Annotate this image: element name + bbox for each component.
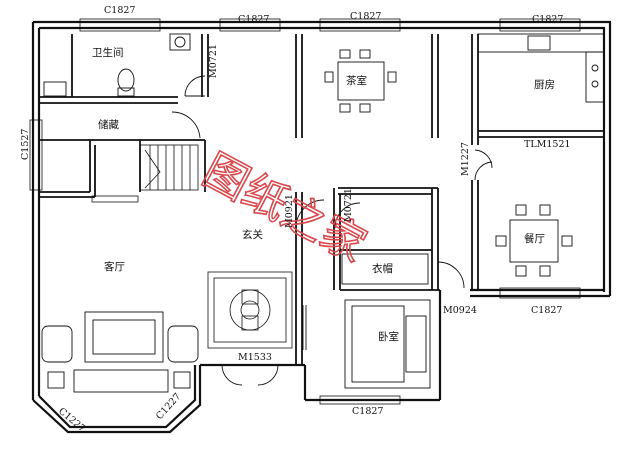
kitchen-sink-icon — [527, 35, 551, 51]
door-foyer — [295, 199, 325, 231]
side-table-icon — [173, 371, 191, 389]
window-label: C1527 — [20, 129, 31, 160]
armchair-icon — [167, 325, 199, 363]
window-label: C1227 — [154, 391, 183, 422]
door-label: TLM1521 — [524, 139, 571, 150]
tea-table — [324, 49, 397, 113]
window-label: C1827 — [104, 5, 135, 16]
room-label-storage: 储藏 — [98, 118, 119, 131]
window-top-right — [499, 18, 581, 32]
window-label: C1827 — [531, 305, 562, 316]
bed-icon — [344, 299, 431, 389]
door-label: M1227 — [460, 142, 471, 176]
room-label-bedroom: 卧室 — [378, 330, 399, 343]
door-label: M1533 — [238, 352, 272, 363]
window-storage — [91, 195, 139, 203]
exterior-walls — [31, 20, 612, 434]
wardrobe — [341, 253, 429, 285]
door-label: M0924 — [443, 305, 477, 316]
room-label-foyer: 玄关 — [242, 228, 263, 241]
door-entrance-a — [221, 364, 243, 386]
side-table-icon — [47, 371, 65, 389]
foyer-ornament — [207, 271, 293, 349]
window-label: C1827 — [352, 406, 383, 417]
door-kitchen-b — [474, 161, 493, 181]
toilet-icon — [117, 68, 135, 92]
sofa-icon — [73, 369, 169, 393]
sink-icon — [169, 33, 191, 51]
window-label: C1827 — [532, 14, 563, 25]
window-label: C1227 — [56, 406, 87, 435]
door-storage — [171, 111, 201, 139]
door-label: M0721 — [343, 188, 354, 222]
windows — [29, 18, 581, 405]
door-kitchen-a — [474, 149, 493, 169]
window-top-mid — [219, 18, 281, 32]
window-right-mid — [499, 287, 581, 299]
stove-icon — [591, 64, 599, 72]
staircase — [139, 144, 199, 191]
kitchen-counters — [477, 33, 605, 103]
bedroom-furniture — [341, 253, 431, 389]
door-cloak — [334, 202, 361, 229]
door-entrance-b — [257, 364, 279, 386]
room-label-dining: 餐厅 — [524, 232, 545, 245]
door-label: M0921 — [284, 194, 295, 228]
room-label-cloak: 衣帽 — [372, 262, 393, 275]
door-label: M0721 — [208, 44, 219, 78]
room-label-living: 客厅 — [104, 260, 125, 273]
room-label-bathroom: 卫生间 — [92, 46, 124, 59]
door-bathroom — [184, 75, 206, 97]
doors — [171, 75, 493, 386]
living-furniture — [41, 311, 199, 393]
basin-icon — [43, 81, 67, 97]
bathroom-fixtures — [43, 33, 191, 97]
room-label-kitchen: 厨房 — [534, 78, 555, 91]
window-bottom — [319, 395, 401, 405]
window-label: C1827 — [350, 11, 381, 22]
door-bedroom — [437, 261, 465, 289]
tv-cabinet — [84, 311, 164, 363]
window-left — [29, 119, 43, 191]
room-label-tea: 茶室 — [346, 74, 367, 87]
window-top-left — [79, 18, 161, 32]
window-top-tea — [319, 18, 401, 32]
armchair-icon — [41, 325, 73, 363]
dining-table — [495, 204, 573, 277]
window-label: C1827 — [238, 14, 269, 25]
